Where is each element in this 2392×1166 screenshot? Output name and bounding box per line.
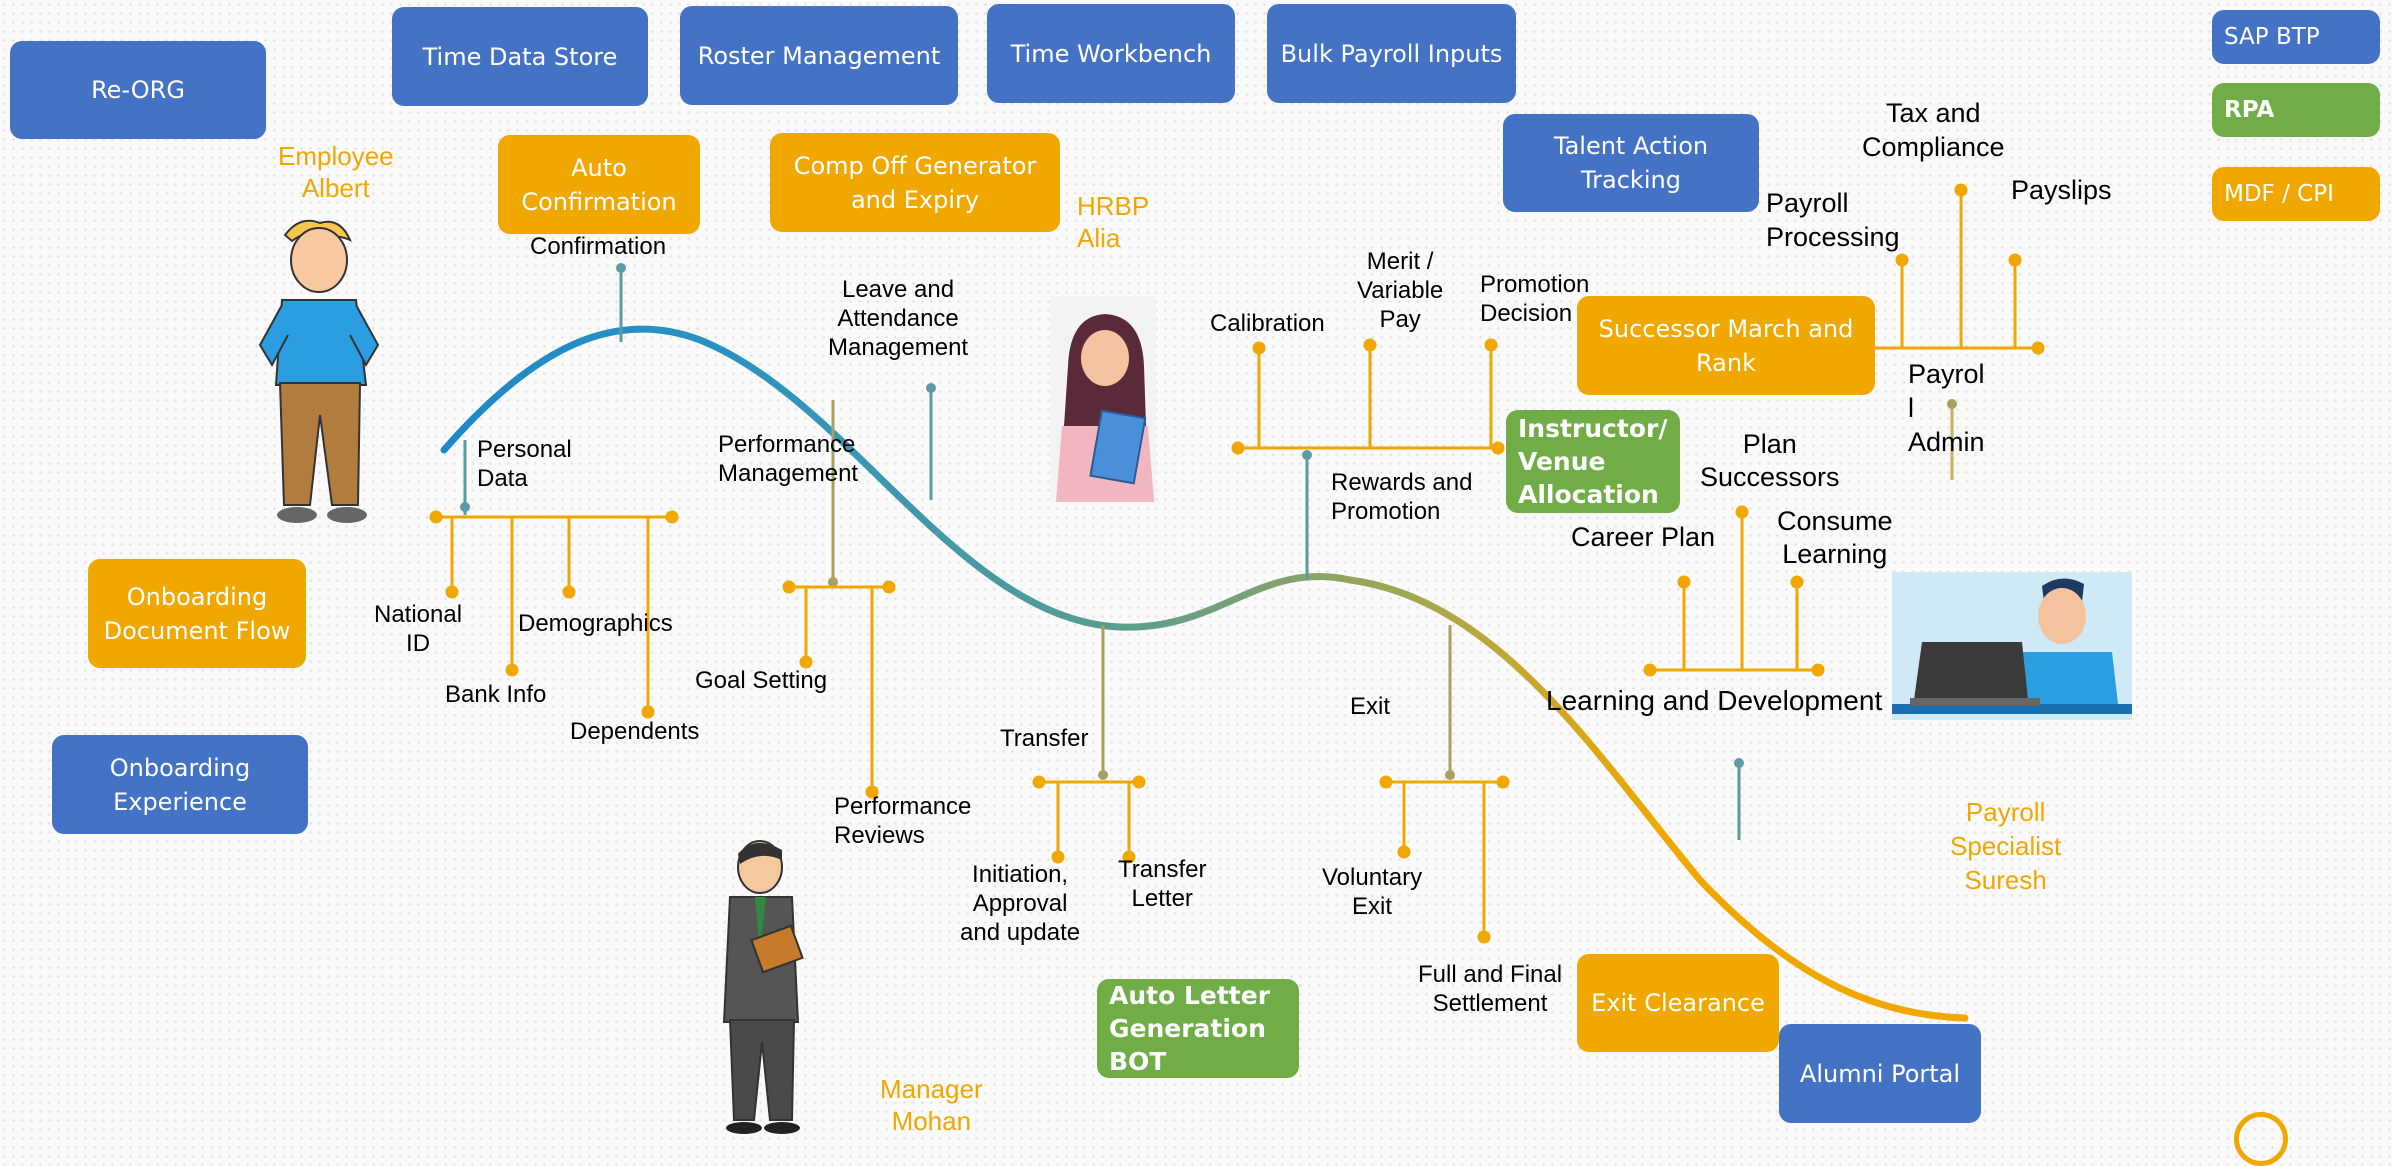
auto-confirmation-box: Auto Confirmation bbox=[498, 135, 700, 234]
transfer-letter-label: Transfer Letter bbox=[1118, 856, 1207, 912]
career-plan-label: Career Plan bbox=[1571, 522, 1716, 552]
payroll-specialist-suresh-label: Payroll Specialist Suresh bbox=[1950, 797, 2062, 895]
successor-march-box: Successor March and Rank bbox=[1577, 296, 1875, 395]
transfer-label: Transfer bbox=[1000, 725, 1089, 752]
payroll-processing-label: Payroll Processing bbox=[1766, 188, 1900, 252]
calibration-label: Calibration bbox=[1210, 310, 1325, 337]
confirmation-label: Confirmation bbox=[530, 233, 667, 260]
alumni-portal-box: Alumni Portal bbox=[1779, 1024, 1981, 1123]
manager-mohan-label: Manager Mohan bbox=[880, 1074, 983, 1136]
time-workbench-box: Time Workbench bbox=[987, 4, 1235, 103]
learning-development-label: Learning and Development bbox=[1546, 685, 1883, 716]
tax-compliance-label: Tax and Compliance bbox=[1862, 98, 2005, 162]
payroll-specialist-laptop-figure bbox=[1892, 572, 2132, 720]
lifecycle-curve bbox=[440, 325, 1969, 1022]
leave-attendance-label: Leave and Attendance Management bbox=[828, 276, 969, 361]
instructor-venue-allocation-box: Instructor/ Venue Allocation bbox=[1506, 410, 1680, 513]
dependents-label: Dependents bbox=[570, 718, 700, 745]
legend-rpa: RPA bbox=[2212, 83, 2380, 137]
hrbp-alia-figure bbox=[1050, 296, 1156, 502]
plan-successors-label: Plan Successors bbox=[1700, 429, 1840, 492]
performance-management-label: Performance Management bbox=[718, 431, 859, 487]
voluntary-exit-label: Voluntary Exit bbox=[1322, 864, 1423, 920]
payslips-label: Payslips bbox=[2011, 175, 2112, 205]
onboarding-experience-box: Onboarding Experience bbox=[52, 735, 308, 834]
legend-sap-btp: SAP BTP bbox=[2212, 10, 2380, 64]
stems bbox=[460, 263, 1957, 840]
talent-action-tracking-box: Talent Action Tracking bbox=[1503, 114, 1759, 212]
promotion-decision-label: Promotion Decision bbox=[1480, 271, 1590, 327]
roster-management-box: Roster Management bbox=[680, 6, 958, 105]
goal-setting-label: Goal Setting bbox=[695, 667, 828, 694]
personal-data-label: Personal Data bbox=[477, 436, 572, 492]
national-id-label: National ID bbox=[374, 601, 463, 657]
time-data-store-box: Time Data Store bbox=[392, 7, 648, 106]
employee-albert-figure bbox=[258, 219, 380, 523]
full-final-settlement-label: Full and Final Settlement bbox=[1418, 961, 1563, 1017]
exit-clearance-box: Exit Clearance bbox=[1577, 954, 1779, 1052]
performance-reviews-label: Performance Reviews bbox=[834, 793, 972, 849]
rewards-promotion-label: Rewards and Promotion bbox=[1331, 469, 1473, 525]
orange-branches bbox=[429, 183, 2045, 944]
employee-lifecycle-diagram: SAP BTP RPA MDF / CPI Re-ORG Time Data S… bbox=[10, 4, 2380, 1166]
auto-letter-generation-bot-box: Auto Letter Generation BOT bbox=[1097, 979, 1299, 1078]
onboarding-document-flow-box: Onboarding Document Flow bbox=[88, 559, 306, 668]
legend-mdf-cpi: MDF / CPI bbox=[2212, 167, 2380, 221]
manager-mohan-figure bbox=[722, 840, 804, 1134]
bulk-payroll-inputs-box: Bulk Payroll Inputs bbox=[1267, 4, 1516, 103]
lifecycle-curve-layer bbox=[258, 183, 2132, 1134]
employee-albert-label: Employee Albert bbox=[278, 141, 394, 203]
bank-info-label: Bank Info bbox=[445, 681, 547, 708]
consume-learning-label: Consume Learning bbox=[1777, 506, 1893, 569]
demographics-label: Demographics bbox=[518, 610, 673, 637]
merit-variable-pay-label: Merit / Variable Pay bbox=[1357, 248, 1444, 333]
comp-off-generator-box: Comp Off Generator and Expiry bbox=[770, 133, 1060, 232]
initiation-approval-label: Initiation, Approval and update bbox=[960, 861, 1081, 946]
hrbp-alia-label: HRBP Alia bbox=[1077, 191, 1150, 253]
re-org-box: Re-ORG bbox=[10, 41, 266, 139]
partial-circle-icon bbox=[2234, 1112, 2288, 1166]
exit-label: Exit bbox=[1350, 693, 1391, 720]
payroll-admin-label: Payrol l Admin bbox=[1908, 359, 1985, 457]
